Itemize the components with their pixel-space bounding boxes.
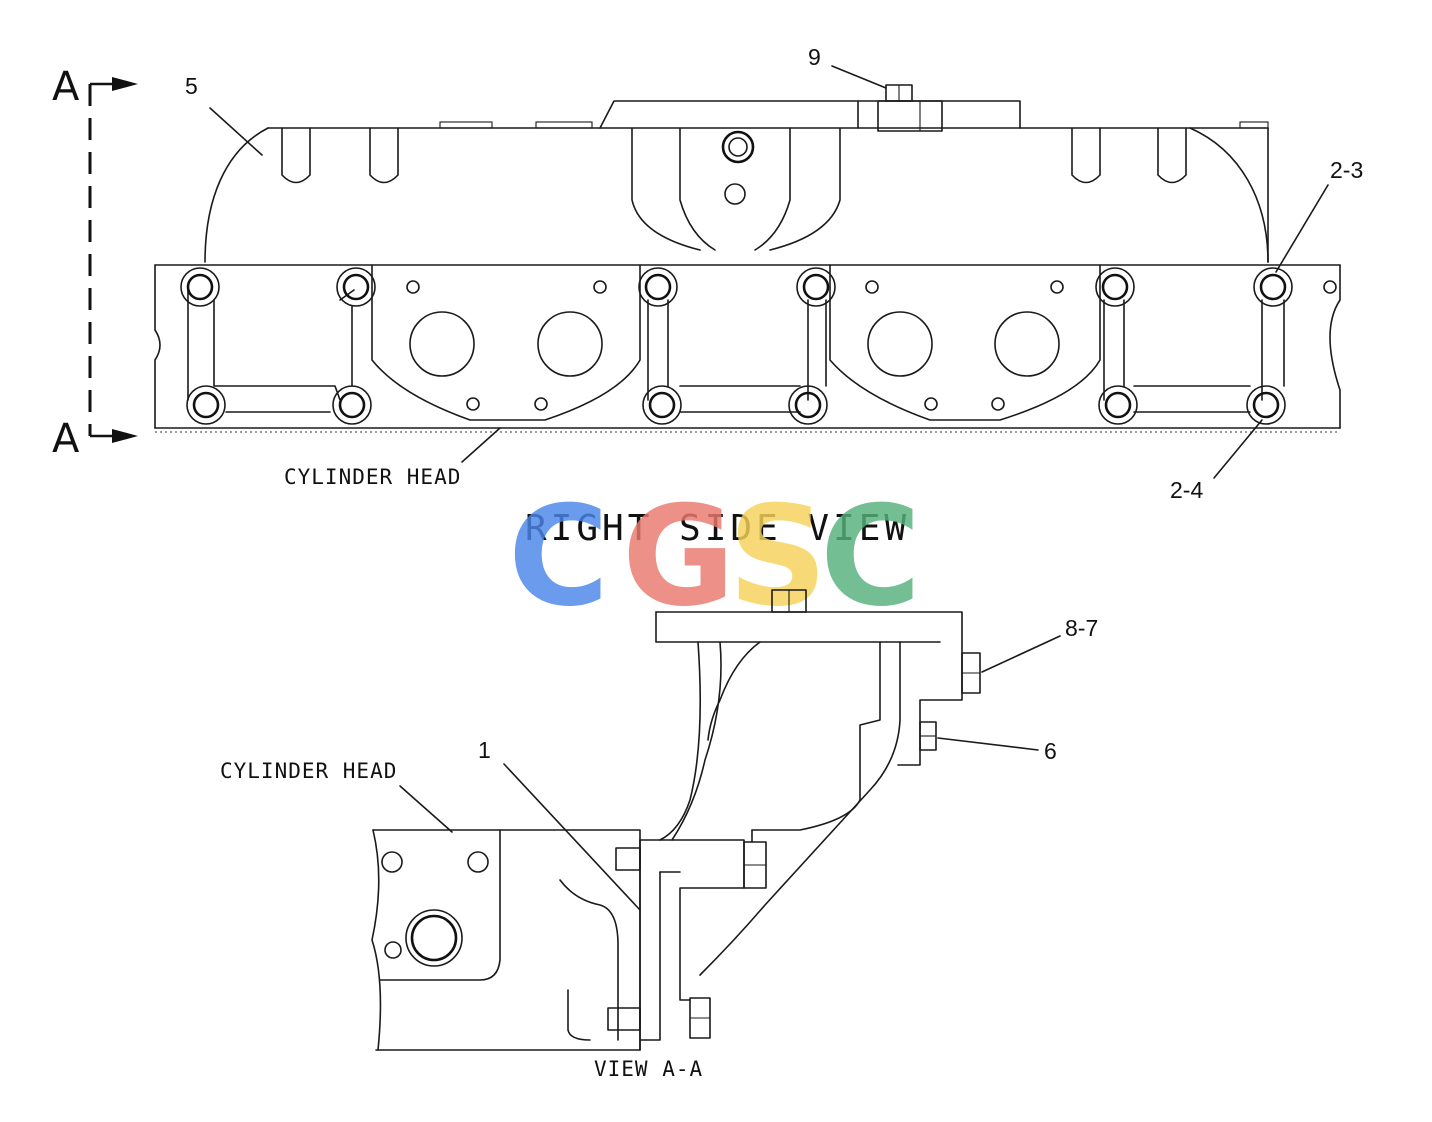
cgsc-watermark: C G S C <box>508 476 921 637</box>
section-letter-top: A <box>52 64 80 110</box>
right-side-view-drawing <box>154 84 1341 433</box>
watermark-letter-s: S <box>728 476 827 637</box>
label-cylinder-head-bottom: CYLINDER HEAD <box>220 759 397 783</box>
label-cylinder-head-top: CYLINDER HEAD <box>284 465 461 489</box>
view-aa-drawing <box>371 589 981 1051</box>
bolt-item-9 <box>885 84 913 102</box>
exhaust-port <box>867 311 933 377</box>
callout-9: 9 <box>808 44 821 70</box>
callout-5: 5 <box>185 73 198 99</box>
right-side-view-title: RIGHT SIDE VIEW <box>525 508 910 549</box>
section-marker: A A <box>52 64 138 462</box>
plug-icon <box>721 130 755 164</box>
callout-8-7: 8-7 <box>1065 615 1098 641</box>
section-letter-bottom: A <box>52 416 80 462</box>
section-arrow-bottom-icon <box>112 429 138 443</box>
exhaust-port <box>994 311 1060 377</box>
callout-6: 6 <box>1044 738 1057 764</box>
exhaust-port <box>409 311 475 377</box>
watermark-letter-c: C <box>508 476 609 637</box>
watermark-letter-g: G <box>622 476 735 637</box>
leader-lines-top <box>209 65 1329 479</box>
section-arrow-top-icon <box>112 77 138 91</box>
callout-1: 1 <box>478 737 491 763</box>
callout-2-4: 2-4 <box>1170 477 1203 503</box>
exhaust-port <box>537 311 603 377</box>
bolt-boss <box>180 267 1293 425</box>
view-aa-title: VIEW A-A <box>594 1057 703 1081</box>
leader-lines-section <box>399 635 1061 911</box>
callout-2-3: 2-3 <box>1330 157 1363 183</box>
watermark-letter-c-2: C <box>820 476 921 637</box>
